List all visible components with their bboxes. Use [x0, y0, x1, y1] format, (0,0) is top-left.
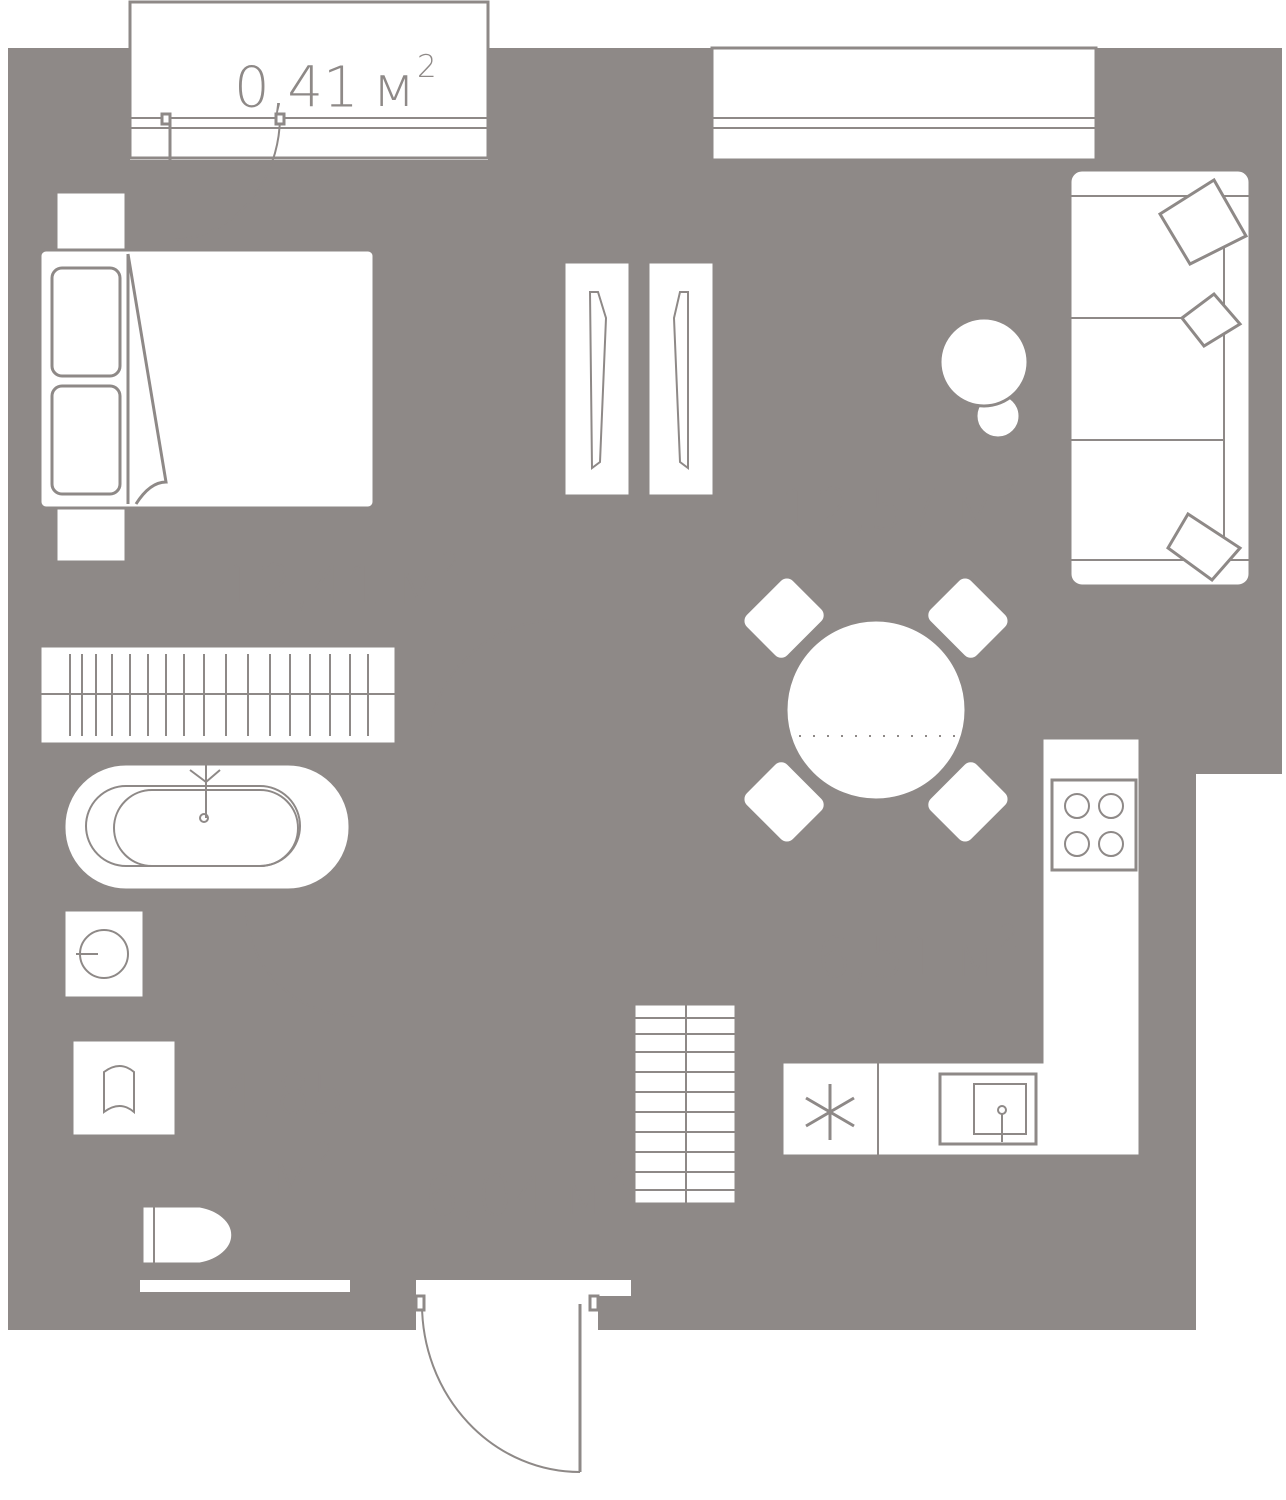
bathroom-door — [245, 906, 357, 1017]
balcony-door — [160, 112, 286, 241]
partition-bedroom-bath — [40, 746, 428, 762]
bedroom-area-power: 2 — [440, 547, 461, 583]
balcony-area-value: 0,41 — [234, 55, 359, 121]
partition-bath-hall-lower — [350, 1016, 364, 1292]
dining-set — [741, 575, 1011, 845]
kitchen-area-power: 2 — [998, 919, 1019, 955]
living-area-power: 2 — [998, 471, 1019, 507]
windows — [128, 0, 1098, 162]
partition-bedroom-living — [631, 164, 645, 750]
bed — [38, 190, 376, 564]
doors — [160, 112, 600, 1473]
bedroom-area-value: 12,41 — [222, 553, 383, 619]
entrance-door — [414, 1294, 600, 1473]
balcony-area-unit: м — [372, 55, 415, 121]
bathtub — [62, 762, 352, 892]
coffee-table — [938, 316, 1030, 440]
living-area-value: 12,57 — [780, 477, 941, 543]
washing-machine — [70, 1038, 178, 1138]
partition-bedroom-hall — [566, 746, 645, 762]
hall-wardrobe — [632, 1002, 738, 1206]
bathroom-corner-wall — [40, 1148, 140, 1292]
bedroom-door — [426, 619, 560, 762]
bathroom-area-label: 4,85 м2 — [222, 1056, 347, 1216]
kitchen-area-unit: м — [954, 925, 997, 991]
toilet — [140, 1204, 235, 1266]
kitchen-area-value: 6,51 — [816, 925, 941, 991]
bathroom-area-value: 4,85 — [222, 1062, 347, 1127]
bathroom-area-power: 2 — [314, 1137, 335, 1174]
sink — [62, 908, 146, 1000]
tv-units — [562, 260, 716, 498]
partition-bath-hall-upper — [350, 762, 364, 908]
wardrobe — [38, 644, 398, 746]
hall-area-power: 2 — [606, 1157, 627, 1193]
bedroom-area-unit: м — [396, 553, 439, 619]
hall-area-unit: м — [562, 1163, 605, 1229]
balcony-frame — [128, 0, 490, 160]
right-wall — [1140, 164, 1282, 1330]
kitchen-counter — [780, 736, 1142, 1158]
balcony-area-power: 2 — [416, 49, 437, 85]
snowflake-icon — [805, 1084, 855, 1140]
living-area-unit: м — [954, 477, 997, 543]
living-window — [710, 46, 1098, 162]
bathroom-area-unit: м — [270, 1143, 313, 1209]
hall-area-value: 6,04 — [424, 1163, 549, 1229]
sofa — [1068, 168, 1252, 588]
